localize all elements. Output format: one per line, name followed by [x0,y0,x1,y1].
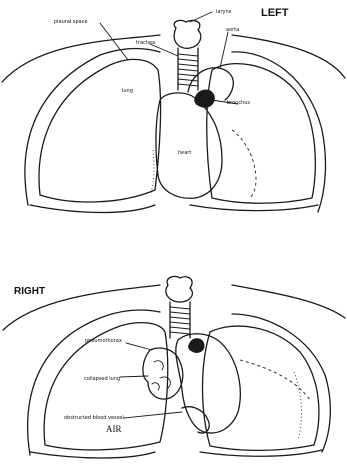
bottom-heart [176,334,241,433]
bottom-collapsed-lung [143,348,183,399]
label-obstructed-blood-vessel: obstructed blood vessel [64,415,124,421]
bottom-diaphragm [30,450,322,458]
label-air: AIR [106,424,122,434]
label-bronchus: bronchus [227,100,250,106]
bottom-trachea [170,302,190,338]
bottom-pointer-lines [120,343,182,418]
bottom-larynx [166,276,192,302]
bottom-figure: RIGHT pneumothorax collapsed lung obst [3,276,345,458]
label-pneumothorax: pneumothorax [85,338,122,344]
top-heart [156,93,222,198]
label-pleural-space: pleural space [54,19,88,25]
top-dashed-line [232,130,256,198]
side-label-left: LEFT [261,7,289,19]
side-label-right: RIGHT [14,286,45,297]
label-lung: lung [122,88,133,94]
bottom-bronchus [189,339,204,353]
label-heart: heart [178,150,191,156]
top-trachea [178,48,198,90]
top-larynx [174,20,201,48]
top-bronchus [195,90,215,107]
label-collapsed-lung: collapsed lung [84,376,120,382]
label-larynx: larynx [216,9,232,15]
label-aorta: aorta [226,27,239,33]
top-pointer-lines [100,12,238,104]
bottom-chest-wall [28,310,331,455]
top-chest-wall [25,48,326,212]
label-trachea: trachea [136,40,155,46]
bottom-pleural-dotted [294,372,301,440]
top-right-lung [39,59,161,202]
top-figure: pleural space larynx trachea aorta lung … [2,7,345,213]
top-diaphragm [30,205,318,213]
top-pleural-dotted [150,150,154,195]
top-body-outline [2,35,345,82]
bottom-dashed-line [240,360,310,400]
